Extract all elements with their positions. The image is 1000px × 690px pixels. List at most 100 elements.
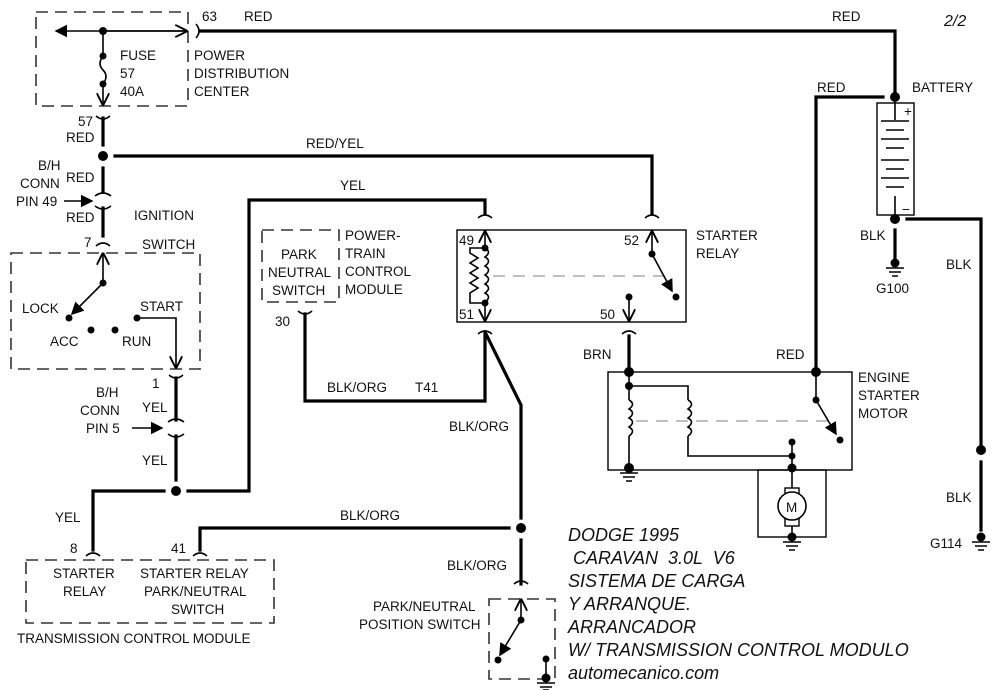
wire-label: RED bbox=[776, 347, 805, 362]
wire-label: RED/YEL bbox=[306, 136, 364, 151]
pcm-label: POWER- bbox=[345, 228, 401, 243]
pin-8: 8 bbox=[70, 541, 78, 556]
ignition-switch: IGNITION SWITCH 7 LOCK ACC RUN START bbox=[10, 208, 201, 370]
switch-pos-acc: ACC bbox=[50, 334, 79, 349]
ground-icon bbox=[783, 541, 801, 551]
motor-symbol: M bbox=[786, 500, 797, 515]
ground-g114: G114 bbox=[930, 536, 963, 551]
wire-label: RED bbox=[817, 80, 846, 95]
pn-switch-label: PARK/NEUTRAL bbox=[373, 599, 476, 614]
wire-label: BLK/ORG bbox=[449, 419, 509, 434]
starter-relay: 49 51 52 50 STARTER RELAY bbox=[456, 214, 758, 335]
tcm-function-label: RELAY bbox=[63, 584, 106, 599]
wire-label: BLK/ORG bbox=[340, 508, 400, 523]
fuse-label: FUSE bbox=[120, 48, 156, 63]
wire-label: RED bbox=[66, 130, 95, 145]
pdc-label: POWER bbox=[194, 48, 245, 63]
starter-motor-label: STARTER bbox=[858, 388, 920, 403]
bh-conn-label: CONN bbox=[80, 403, 120, 418]
pin-57: 57 bbox=[78, 114, 93, 129]
wire-yel-tcm bbox=[91, 489, 166, 552]
bh-conn-label: CONN bbox=[20, 176, 60, 191]
page-indicator: 2/2 bbox=[943, 13, 966, 30]
wire-label: YEL bbox=[340, 178, 366, 193]
ground-icon bbox=[972, 541, 990, 551]
pcm-label: CONTROL bbox=[345, 264, 411, 279]
wire-label: BLK bbox=[946, 490, 972, 505]
pin-63: 63 bbox=[202, 9, 217, 24]
relay-label: STARTER bbox=[696, 228, 758, 243]
wire-label: RED bbox=[66, 170, 95, 185]
wire-blk-org-diag bbox=[482, 329, 523, 520]
relay-label: RELAY bbox=[696, 246, 739, 261]
wire-blk-right bbox=[905, 217, 983, 450]
wire-red-top bbox=[198, 29, 897, 97]
wire-label: BLK/ORG bbox=[327, 380, 387, 395]
title-line: ARRANCADOR bbox=[567, 617, 696, 637]
circuit-id: T41 bbox=[415, 380, 438, 395]
tcm-function-label: PARK/NEUTRAL bbox=[144, 584, 247, 599]
resistor-icon bbox=[468, 247, 485, 304]
coil-icon bbox=[686, 399, 693, 437]
pin-52: 52 bbox=[624, 233, 639, 248]
title-line: SISTEMA DE CARGA bbox=[568, 571, 745, 591]
ground-icon bbox=[537, 682, 555, 690]
battery-plus: + bbox=[904, 104, 912, 119]
tcm-label: TRANSMISSION CONTROL MODULE bbox=[17, 631, 251, 646]
motor-icon bbox=[777, 491, 807, 521]
fuse-icon bbox=[99, 55, 107, 85]
wire-label: BLK bbox=[860, 228, 886, 243]
pin-51: 51 bbox=[459, 307, 474, 322]
pin-1: 1 bbox=[152, 376, 160, 391]
pin-49: 49 bbox=[459, 233, 474, 248]
title-line: Y ARRANQUE. bbox=[568, 594, 691, 614]
splice-dot bbox=[98, 151, 108, 161]
transmission-control-module: 8 41 STARTER RELAY STARTER RELAY PARK/NE… bbox=[17, 541, 275, 646]
ignition-label: IGNITION bbox=[134, 208, 194, 223]
switch-pos-lock: LOCK bbox=[22, 301, 59, 316]
battery-label: BATTERY bbox=[912, 80, 973, 95]
ground-icon bbox=[886, 267, 904, 277]
pdc-label: CENTER bbox=[194, 84, 250, 99]
wire-label: RED bbox=[832, 9, 861, 24]
website-label: automecanico.com bbox=[568, 663, 719, 683]
tcm-function-label: STARTER bbox=[53, 566, 115, 581]
title-line: CARAVAN 3.0L V6 bbox=[568, 548, 736, 568]
bh-conn-label: B/H bbox=[96, 385, 119, 400]
battery: + − BATTERY bbox=[876, 80, 973, 224]
coil-icon bbox=[483, 247, 490, 303]
park-neutral-position-switch: PARK/NEUTRAL POSITION SWITCH bbox=[359, 580, 556, 690]
ground-g100: G100 bbox=[876, 281, 909, 296]
splice-dot bbox=[516, 523, 526, 533]
wire-label: BRN bbox=[583, 347, 612, 362]
wire-label: YEL bbox=[142, 453, 168, 468]
bh-conn-label: PIN 49 bbox=[16, 194, 57, 209]
fuse-number: 57 bbox=[120, 66, 135, 81]
powertrain-control-module: PARK NEUTRAL SWITCH POWER- TRAIN CONTROL… bbox=[261, 228, 411, 329]
wire-label: BLK/ORG bbox=[447, 558, 507, 573]
wire-blk-org-tcm bbox=[198, 526, 511, 552]
pcm-label: TRAIN bbox=[345, 246, 386, 261]
wire-label: YEL bbox=[142, 400, 168, 415]
splice-dot bbox=[171, 486, 181, 496]
wire-red-batt bbox=[814, 95, 885, 372]
tcm-function-label: STARTER RELAY bbox=[140, 566, 249, 581]
engine-starter-motor: M ENGINE STARTER MOTOR bbox=[607, 367, 920, 551]
wire-label: BLK bbox=[946, 257, 972, 272]
pin-7: 7 bbox=[84, 235, 92, 250]
wire-yel-relay bbox=[186, 198, 487, 493]
pcm-label: MODULE bbox=[345, 282, 403, 297]
bh-conn-label: PIN 5 bbox=[86, 421, 120, 436]
ground-icon bbox=[620, 472, 638, 482]
pin-30: 30 bbox=[275, 314, 290, 329]
switch-pos-start: START bbox=[140, 299, 183, 314]
switch-pos-run: RUN bbox=[122, 334, 151, 349]
fuse-rating: 40A bbox=[120, 84, 144, 99]
pn-switch-label: POSITION SWITCH bbox=[359, 617, 481, 632]
pdc-label: DISTRIBUTION bbox=[194, 66, 289, 81]
wire-blk-org-t41 bbox=[303, 312, 487, 403]
pin-41: 41 bbox=[171, 541, 186, 556]
title-block: DODGE 1995 CARAVAN 3.0L V6 SISTEMA DE CA… bbox=[567, 525, 909, 683]
pcm-inner-label: PARK bbox=[281, 247, 317, 262]
